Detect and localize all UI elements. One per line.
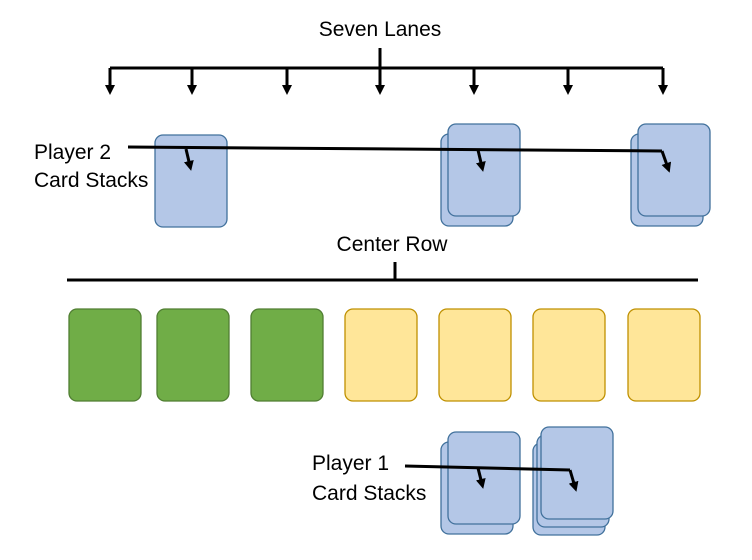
center-card-yellow [438,308,512,402]
player2-stack-lane7 [630,123,711,227]
center-row-cards [68,308,701,402]
center-card-green [68,308,142,402]
player1-label-line2: Card Stacks [312,482,426,505]
center-card-yellow [344,308,418,402]
player2-card [154,134,228,228]
player2-connector [127,145,672,173]
player1-connector [404,464,579,492]
player2-stack-lane1 [154,134,228,228]
seven-lanes-bracket [105,48,668,95]
center-card-green [156,308,230,402]
center-card-yellow [532,308,606,402]
player2-stack-lane5 [440,123,521,227]
center-card-yellow [627,308,701,402]
seven-lanes-label: Seven Lanes [319,18,442,41]
player2-label-line2: Card Stacks [34,169,148,192]
player1-card [447,431,521,525]
player1-label-line1: Player 1 [312,452,389,475]
player2-card [447,123,521,217]
player2-card [637,123,711,217]
center-card-green [250,308,324,402]
player1-card [540,426,614,520]
player2-label-line1: Player 2 [34,141,111,164]
center-row-label: Center Row [337,233,449,256]
center-row-bracket [67,262,698,282]
